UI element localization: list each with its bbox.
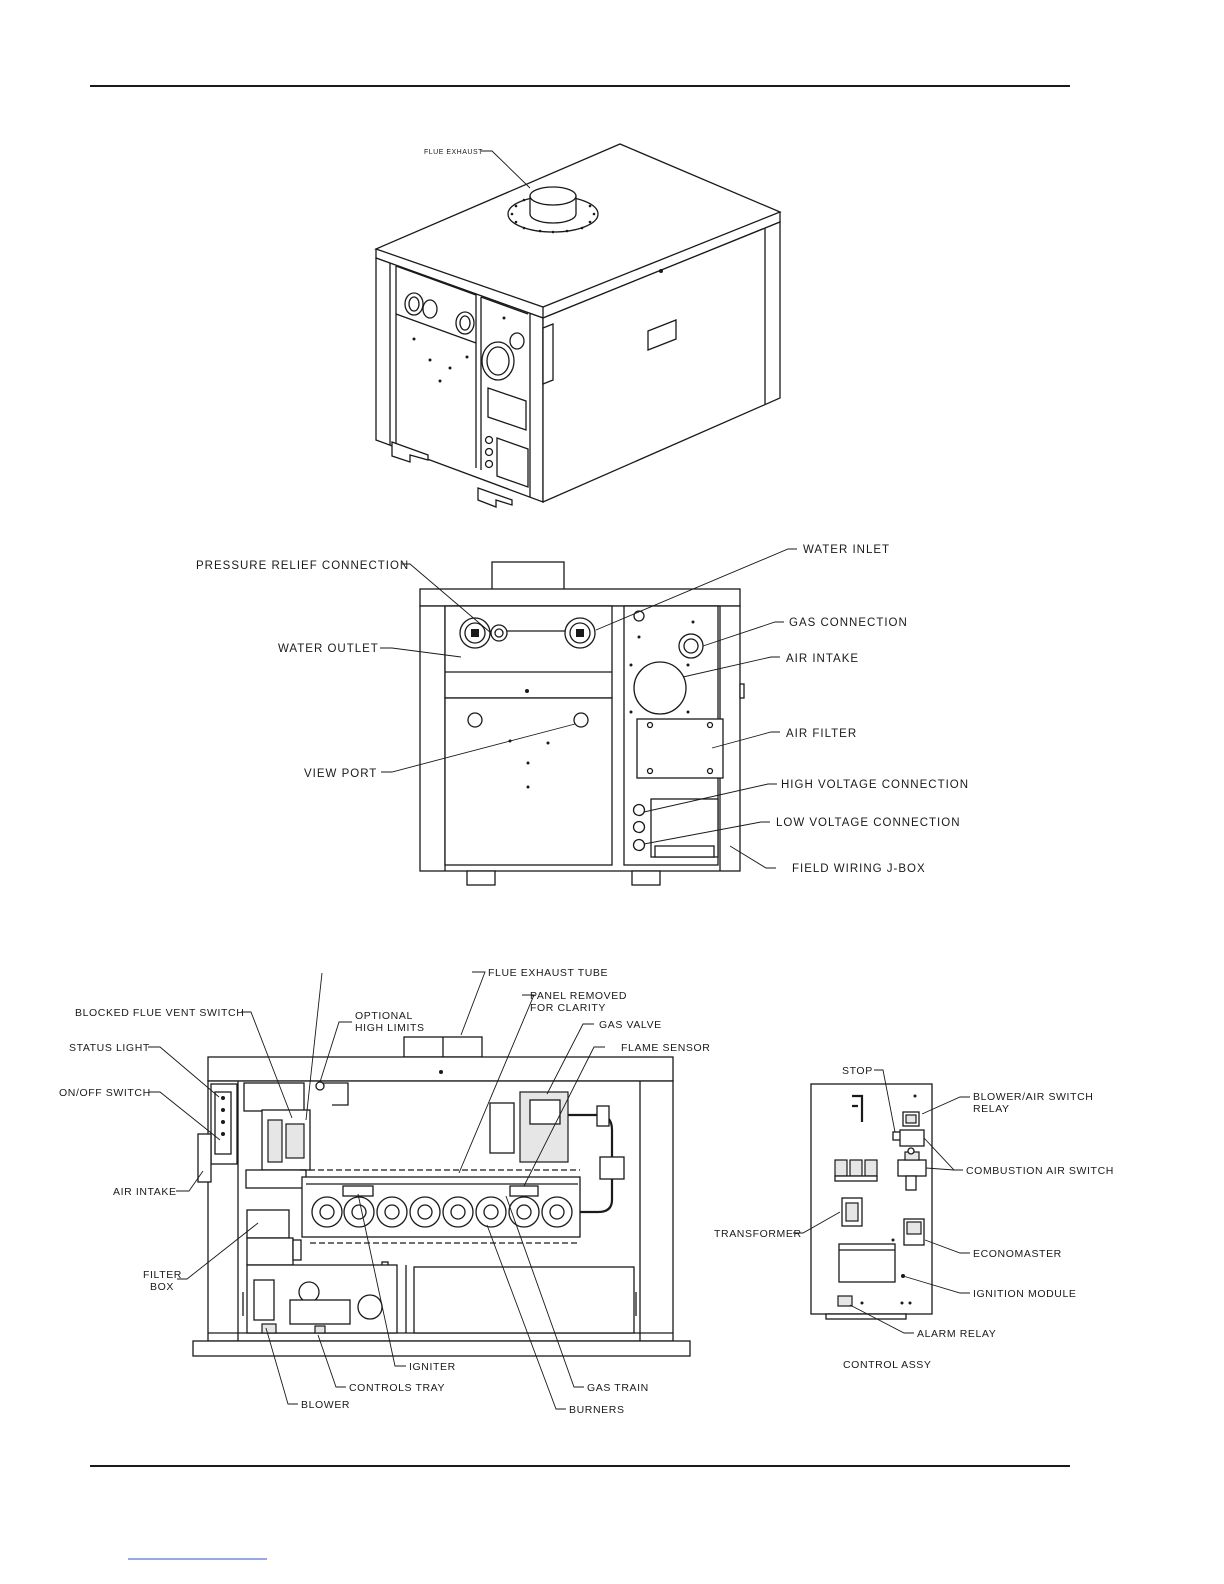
burners bbox=[311, 1196, 573, 1228]
flame-sensor-label: FLAME SENSOR bbox=[621, 1042, 710, 1054]
air-intake-opening bbox=[633, 661, 687, 715]
on-off-switch-label: ON/OFF SWITCH bbox=[59, 1087, 151, 1099]
filter-box bbox=[246, 1209, 290, 1239]
ignition-module-label: IGNITION MODULE bbox=[973, 1288, 1077, 1300]
gas-connection-label: GAS CONNECTION bbox=[789, 617, 908, 629]
burners-label: BURNERS bbox=[569, 1404, 625, 1416]
flue-exhaust-label: FLUE EXHAUST bbox=[424, 149, 483, 156]
blower-air-switch-relay-label-line1: BLOWER/AIR SWITCH bbox=[973, 1091, 1093, 1103]
front-view: PRESSURE RELIEF CONNECTION WATER INLET G… bbox=[196, 544, 969, 886]
transformer-label: TRANSFORMER bbox=[714, 1228, 802, 1240]
view-port-label: VIEW PORT bbox=[304, 768, 377, 780]
high-voltage-connection-label: HIGH VOLTAGE CONNECTION bbox=[781, 779, 969, 791]
blower-label: BLOWER bbox=[301, 1399, 350, 1411]
filter-box-label-line2: BOX bbox=[150, 1281, 174, 1293]
stop-label: STOP bbox=[842, 1065, 873, 1077]
panel-removed-label-line2: FOR CLARITY bbox=[530, 1002, 606, 1014]
blocked-flue-vent-switch-label: BLOCKED FLUE VENT SWITCH bbox=[75, 1007, 244, 1019]
side-air-intake-label: AIR INTAKE bbox=[113, 1186, 177, 1198]
panel-removed-label-line1: PANEL REMOVED bbox=[530, 990, 627, 1002]
pressure-relief-connection-label: PRESSURE RELIEF CONNECTION bbox=[196, 560, 409, 572]
water-inlet-label: WATER INLET bbox=[803, 544, 890, 556]
low-voltage-connection-label: LOW VOLTAGE CONNECTION bbox=[776, 817, 961, 829]
combustion-air-switch-label: COMBUSTION AIR SWITCH bbox=[966, 1165, 1114, 1177]
isometric-view: FLUE EXHAUST bbox=[374, 143, 782, 508]
air-filter-label: AIR FILTER bbox=[786, 728, 857, 740]
filter-box-label-line1: FILTER bbox=[143, 1269, 182, 1281]
alarm-relay bbox=[837, 1295, 853, 1307]
front-flue-stub bbox=[491, 561, 565, 591]
flue-exhaust-tube-label: FLUE EXHAUST TUBE bbox=[488, 967, 608, 979]
gas-valve-label: GAS VALVE bbox=[599, 1019, 662, 1031]
optional-high-limits-label-line2: HIGH LIMITS bbox=[355, 1022, 425, 1034]
blower bbox=[253, 1279, 275, 1321]
water-outlet-label: WATER OUTLET bbox=[278, 643, 379, 655]
control-assy-title: CONTROL ASSY bbox=[843, 1359, 932, 1371]
iso-side-face bbox=[542, 221, 781, 503]
view-port bbox=[573, 712, 589, 728]
alarm-relay-label: ALARM RELAY bbox=[917, 1328, 996, 1340]
controls-tray-label: CONTROLS TRAY bbox=[349, 1382, 445, 1394]
economaster-label: ECONOMASTER bbox=[973, 1248, 1062, 1260]
optional-high-limits-label-line1: OPTIONAL bbox=[355, 1010, 413, 1022]
field-wiring-jbox-label: FIELD WIRING J-BOX bbox=[792, 863, 926, 875]
blower-air-switch-relay-label-line2: RELAY bbox=[973, 1103, 1010, 1115]
side-view: FLUE EXHAUST TUBE PANEL REMOVED FOR CLAR… bbox=[59, 967, 710, 1416]
gas-train-label: GAS TRAIN bbox=[587, 1382, 649, 1394]
igniter-label: IGNITER bbox=[409, 1361, 456, 1373]
air-intake-label: AIR INTAKE bbox=[786, 653, 859, 665]
status-light-label: STATUS LIGHT bbox=[69, 1042, 150, 1054]
control-assy: STOP BLOWER/AIR SWITCH RELAY COMBUSTION … bbox=[714, 1065, 1114, 1371]
